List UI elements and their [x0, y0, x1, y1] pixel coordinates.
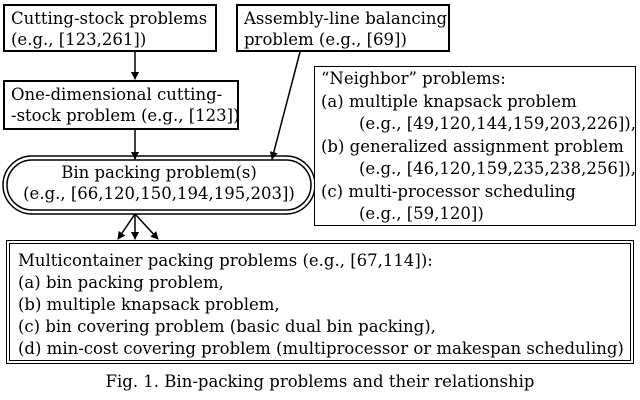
arrow-assembly-to-bin — [269, 51, 301, 160]
arrow-bin-to-multi-left — [117, 213, 136, 240]
neighbor-item-c-ref: (e.g., [59,120]) — [359, 204, 484, 223]
multicontainer-item-c: (c) bin covering problem (basic dual bin… — [18, 317, 436, 336]
arrow-bin-to-multi-right — [134, 213, 159, 240]
multicontainer-item-b: (b) multiple knapsack problem, — [18, 295, 280, 314]
cutting-stock-title: Cutting-stock problems — [11, 9, 208, 28]
figure-caption: Fig. 1. Bin-packing problems and their r… — [105, 372, 535, 391]
bin-packing-title: Bin packing problem(s) — [61, 163, 257, 182]
cutting-stock-box: Cutting-stock problems (e.g., [123,261]) — [3, 4, 217, 52]
neighbor-item-c-label: (c) multi-processor scheduling — [321, 181, 576, 201]
multicontainer-item-a: (a) bin packing problem, — [18, 273, 224, 292]
assembly-line-box: Assembly-line balancing problem (e.g., [… — [236, 4, 450, 52]
bin-packing-ref: (e.g., [66,120,150,194,195,203]) — [23, 184, 295, 203]
assembly-line-title: Assembly-line balancing — [244, 9, 448, 28]
neighbor-item-a-label: (a) multiple knapsack problem — [321, 91, 577, 111]
multicontainer-title: Multicontainer packing problems (e.g., [… — [18, 251, 433, 270]
neighbor-title: “Neighbor” problems: — [321, 69, 506, 88]
bin-packing-box: Bin packing problem(s) (e.g., [66,120,15… — [3, 156, 315, 214]
neighbor-item-b-ref: (e.g., [46,120,159,235,238,256]), — [359, 159, 636, 178]
one-dimensional-ref: -stock problem (e.g., [123]) — [11, 106, 240, 125]
one-dimensional-title: One-dimensional cutting- — [11, 85, 223, 104]
neighbor-item-b-label: (b) generalized assignment problem — [321, 136, 624, 156]
neighbor-item-a-ref: (e.g., [49,120,144,159,203,226]), — [359, 114, 636, 133]
cutting-stock-ref: (e.g., [123,261]) — [11, 30, 147, 49]
assembly-line-ref: problem (e.g., [69]) — [244, 30, 407, 49]
bin-packing-inner-capsule — [6, 159, 312, 211]
multicontainer-item-d: (d) min-cost covering problem (multiproc… — [18, 339, 624, 358]
neighbor-problems-box: “Neighbor” problems: (a) multiple knapsa… — [314, 66, 636, 226]
multicontainer-box: Multicontainer packing problems (e.g., [… — [6, 240, 634, 364]
one-dimensional-box: One-dimensional cutting- -stock problem … — [3, 80, 240, 130]
